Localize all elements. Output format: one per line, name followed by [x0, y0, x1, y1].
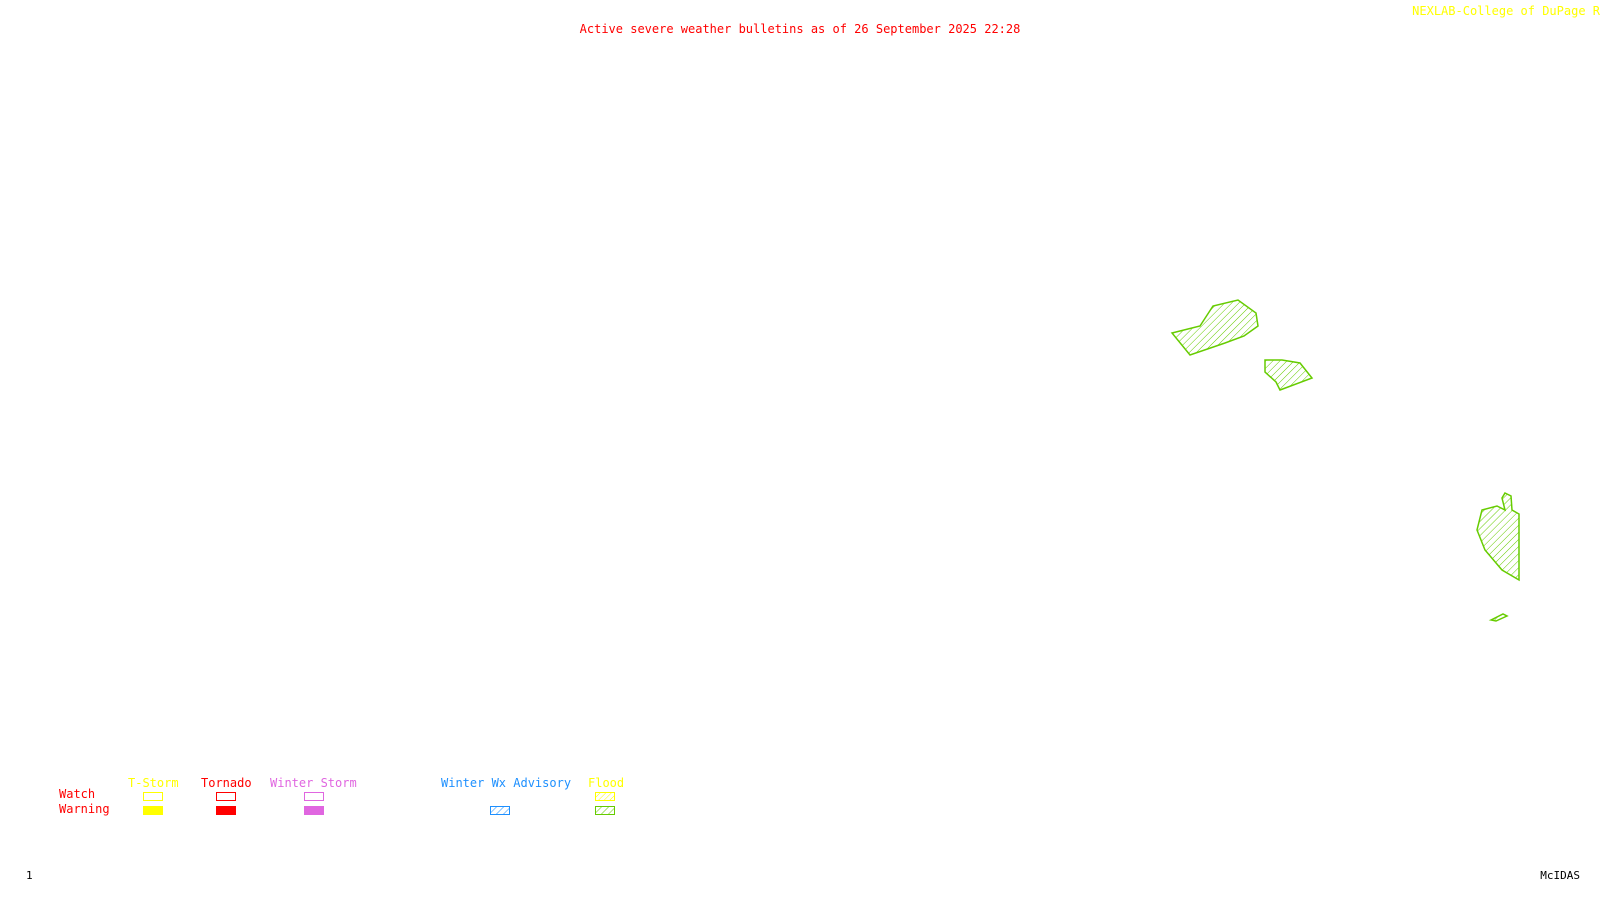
flood-area[interactable] — [1170, 299, 1259, 356]
source-credit: NEXLAB-College of DuPage R — [1412, 4, 1600, 18]
legend-winter-storm-label: Winter Storm — [270, 776, 357, 790]
tstorm-warning-swatch — [143, 806, 163, 815]
legend-winter-advisory-label: Winter Wx Advisory — [441, 776, 572, 790]
winter-storm-warning-swatch — [304, 806, 324, 815]
legend-warning-label: Warning — [59, 802, 110, 816]
winter-advisory-warning-swatch — [490, 806, 510, 815]
tornado-watch-swatch — [216, 792, 236, 801]
tstorm-watch-swatch — [143, 792, 163, 801]
flood-warning-swatch — [595, 806, 615, 815]
legend-flood-label: Flood — [588, 776, 625, 790]
frame-number: 1 — [26, 869, 33, 882]
flood-area[interactable] — [1264, 359, 1314, 391]
flood-area[interactable] — [1476, 492, 1520, 582]
page-title: Active severe weather bulletins as of 26… — [579, 22, 1021, 36]
software-label: McIDAS — [1540, 869, 1580, 882]
legend-watch-label: Watch — [59, 787, 96, 801]
legend-tstorm-label: T-Storm — [128, 776, 179, 790]
flood-area[interactable] — [1488, 613, 1509, 622]
flood-watch-swatch — [595, 792, 615, 801]
winter-storm-watch-swatch — [304, 792, 324, 801]
legend-tornado-label: Tornado — [201, 776, 252, 790]
tornado-warning-swatch — [216, 806, 236, 815]
